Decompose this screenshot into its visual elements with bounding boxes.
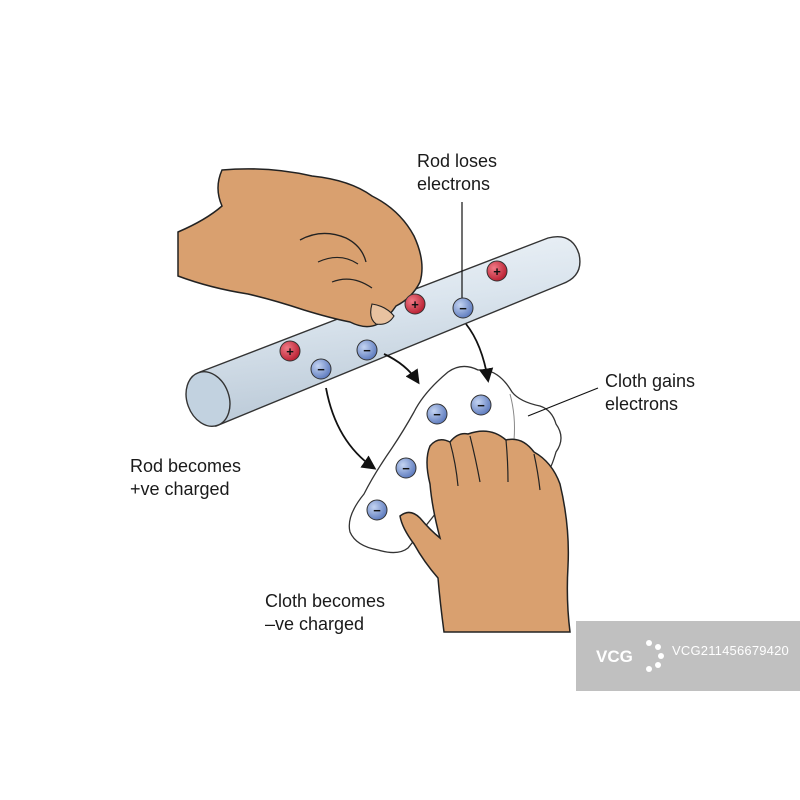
label-cloth-gains-electrons: Cloth gains electrons: [605, 370, 695, 416]
arrow-rod-to-cloth-1: [383, 353, 420, 385]
charge-symbol: −: [402, 461, 410, 476]
positive-charge: +: [279, 340, 301, 362]
watermark: VCG VCG211456679420: [576, 621, 800, 691]
label-line: Cloth becomes: [265, 591, 386, 611]
label-line: Rod loses: [417, 151, 498, 171]
negative-charge: −: [470, 394, 492, 416]
charge-symbol: +: [286, 344, 294, 359]
upper-hand: [177, 168, 423, 328]
vcg-logo-icon: VCG: [596, 640, 664, 672]
label-line: electrons: [417, 174, 491, 194]
label-line: +ve charged: [130, 479, 230, 499]
label-cloth-becomes-negative: Cloth becomes –ve charged: [265, 590, 385, 636]
charge-symbol: −: [477, 398, 485, 413]
arrows: [325, 202, 599, 470]
thumbnail: [370, 303, 395, 325]
charge-symbol: −: [459, 301, 467, 316]
positive-charge: +: [486, 260, 508, 282]
positive-charge: +: [404, 293, 426, 315]
charge-symbol: −: [433, 407, 441, 422]
charge-symbol: −: [363, 343, 371, 358]
charge-symbol: +: [411, 297, 419, 312]
label-line: Rod becomes: [130, 456, 242, 476]
arrow-rod-to-cloth-3: [325, 387, 377, 470]
label-line: electrons: [605, 394, 679, 414]
leader-cloth-gains: [527, 387, 599, 417]
arrow-rod-to-cloth-2: [465, 323, 494, 383]
watermark-logo-text: VCG: [596, 647, 633, 666]
negative-charge: −: [452, 297, 474, 319]
charges: + + + − − − − −: [279, 260, 508, 521]
label-rod-becomes-positive: Rod becomes +ve charged: [130, 455, 241, 501]
label-line: –ve charged: [265, 614, 365, 634]
label-rod-loses-electrons: Rod loses electrons: [417, 150, 497, 196]
cloth-fold: [509, 393, 515, 441]
lower-hand: [399, 430, 571, 633]
negative-charge: −: [426, 403, 448, 425]
negative-charge: −: [356, 339, 378, 361]
label-line: Cloth gains: [605, 371, 696, 391]
negative-charge: −: [310, 358, 332, 380]
rod-end-face: [185, 371, 231, 427]
negative-charge: −: [395, 457, 417, 479]
charge-symbol: +: [493, 264, 501, 279]
charge-symbol: −: [317, 362, 325, 377]
watermark-id: VCG211456679420: [672, 643, 789, 658]
negative-charge: −: [366, 499, 388, 521]
charge-symbol: −: [373, 503, 381, 518]
glass-rod: [185, 236, 581, 427]
